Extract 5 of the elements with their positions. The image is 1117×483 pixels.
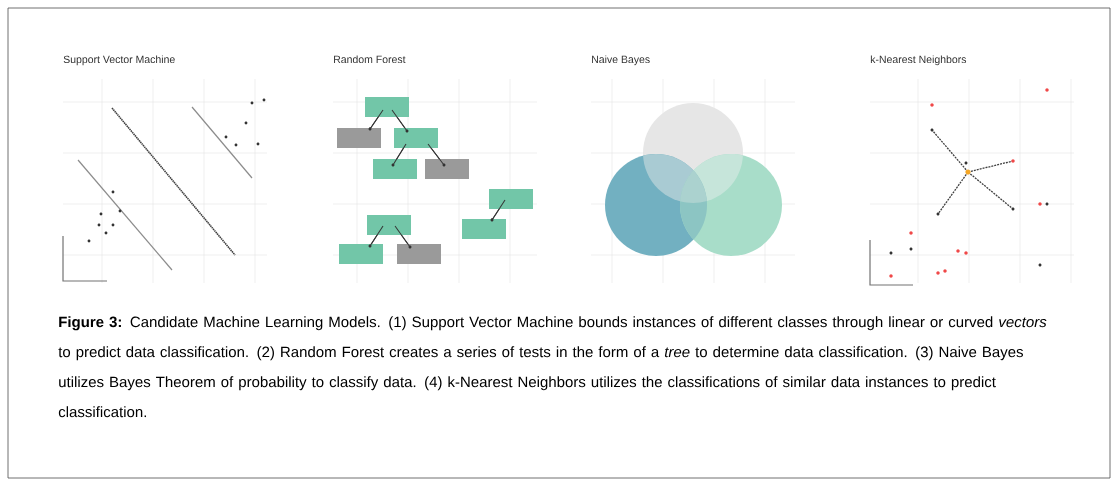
panel-heading: k-Nearest Neighbors <box>870 55 967 66</box>
figure-caption: Figure 3: Candidate Machine Learning Models. (1) Support Vector Machine bounds instances of different classes through linear or curved vectors to predict data classification. (2) Random Forest creates a series of tests in the form of a tree to determine data classification. (3) Naive Bayes utilizes Bayes Theorem of probability to classify data. (4) k-Nearest Neighbors utilizes the classifications of similar data instances to predict classification. <box>58 316 1047 418</box>
panel-heading: Naive Bayes <box>592 55 650 66</box>
panel-heading: Random Forest <box>334 55 406 64</box>
panel-heading: Support Vector Machine <box>63 55 175 66</box>
